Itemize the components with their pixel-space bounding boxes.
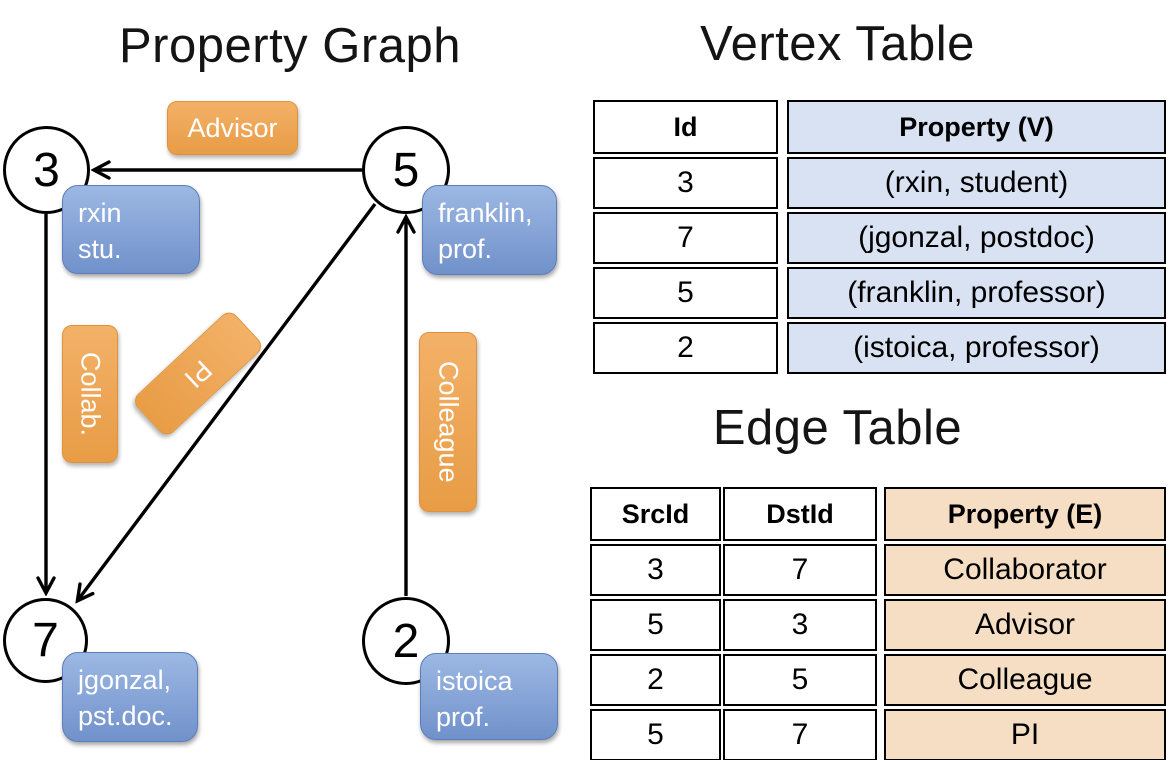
edge-table-srcid-cell: 3: [590, 544, 721, 596]
property-graph-title: Property Graph: [119, 19, 461, 73]
vertex-property-line: prof.: [436, 702, 491, 733]
vertex-property-box-jgonzal: jgonzal, pst.doc.: [62, 652, 198, 742]
edge-table-srcid-header: SrcId: [590, 487, 721, 541]
vertex-table-id-header: Id: [593, 100, 778, 154]
vertex-property-line: franklin,: [438, 198, 533, 228]
vertex-table-id-cell: 2: [593, 322, 778, 374]
edge-table-property-cell: Advisor: [884, 599, 1166, 651]
vertex-table-property-cell: (franklin, professor): [787, 267, 1166, 319]
vertex-property-line: prof.: [438, 234, 493, 265]
vertex-node-3-id: 3: [33, 143, 60, 197]
edge-table-dstid-header: DstId: [723, 487, 877, 541]
vertex-table-property-cell: (rxin, student): [787, 157, 1166, 209]
vertex-table-title: Vertex Table: [700, 17, 975, 71]
edge-table-property-column: Property (E) Collaborator Advisor Collea…: [884, 487, 1166, 760]
edge-pi-5-to-7: [78, 202, 377, 600]
vertex-node-5: 5: [362, 126, 450, 214]
vertex-table-id-cell: 3: [593, 157, 778, 209]
vertex-node-5-id: 5: [392, 143, 420, 197]
vertex-node-7-id: 7: [32, 614, 59, 667]
vertex-property-line: istoica: [436, 666, 513, 696]
vertex-property-line: rxin: [78, 198, 122, 228]
edge-label-collab: Collab.: [62, 325, 118, 463]
edge-label-colleague: Colleague: [419, 332, 477, 512]
vertex-table-property-header: Property (V): [787, 100, 1166, 154]
vertex-property-line: stu.: [78, 234, 122, 265]
vertex-table-id-cell: 5: [593, 267, 778, 319]
vertex-property-box-franklin: franklin, prof.: [422, 185, 557, 275]
vertex-property-line: pst.doc.: [78, 701, 173, 732]
vertex-property-box-istoica: istoica prof.: [420, 653, 558, 740]
edge-table-dstid-cell: 5: [723, 654, 877, 706]
vertex-table-id-column: Id 3 7 5 2: [593, 100, 778, 374]
vertex-table-property-cell: (istoica, professor): [787, 322, 1166, 374]
edge-table-srcid-column: SrcId 3 5 2 5: [590, 487, 721, 760]
edge-table-property-cell: PI: [884, 709, 1166, 760]
edge-table-dstid-cell: 3: [723, 599, 877, 651]
vertex-property-box-rxin: rxin stu.: [62, 185, 200, 274]
vertex-property-line: jgonzal,: [78, 665, 172, 695]
edge-table-dstid-cell: 7: [723, 709, 877, 760]
vertex-table-property-cell: (jgonzal, postdoc): [787, 212, 1166, 264]
edge-table-dstid-cell: 7: [723, 544, 877, 596]
vertex-node-2-id: 2: [392, 614, 420, 668]
edge-table-dstid-column: DstId 7 3 5 7: [723, 487, 877, 760]
edge-table-srcid-cell: 5: [590, 709, 721, 760]
vertex-table-property-column: Property (V) (rxin, student) (jgonzal, p…: [787, 100, 1166, 374]
edge-table-property-cell: Collaborator: [884, 544, 1166, 596]
edge-table-property-cell: Colleague: [884, 654, 1166, 706]
edge-table-srcid-cell: 5: [590, 599, 721, 651]
edge-label-advisor: Advisor: [167, 101, 298, 155]
edge-table-title: Edge Table: [712, 401, 963, 455]
edge-table-property-header: Property (E): [884, 487, 1166, 541]
edge-table-srcid-cell: 2: [590, 654, 721, 706]
vertex-table-id-cell: 7: [593, 212, 778, 264]
graph-edges: [0, 0, 580, 760]
vertex-node-2: 2: [362, 597, 450, 685]
